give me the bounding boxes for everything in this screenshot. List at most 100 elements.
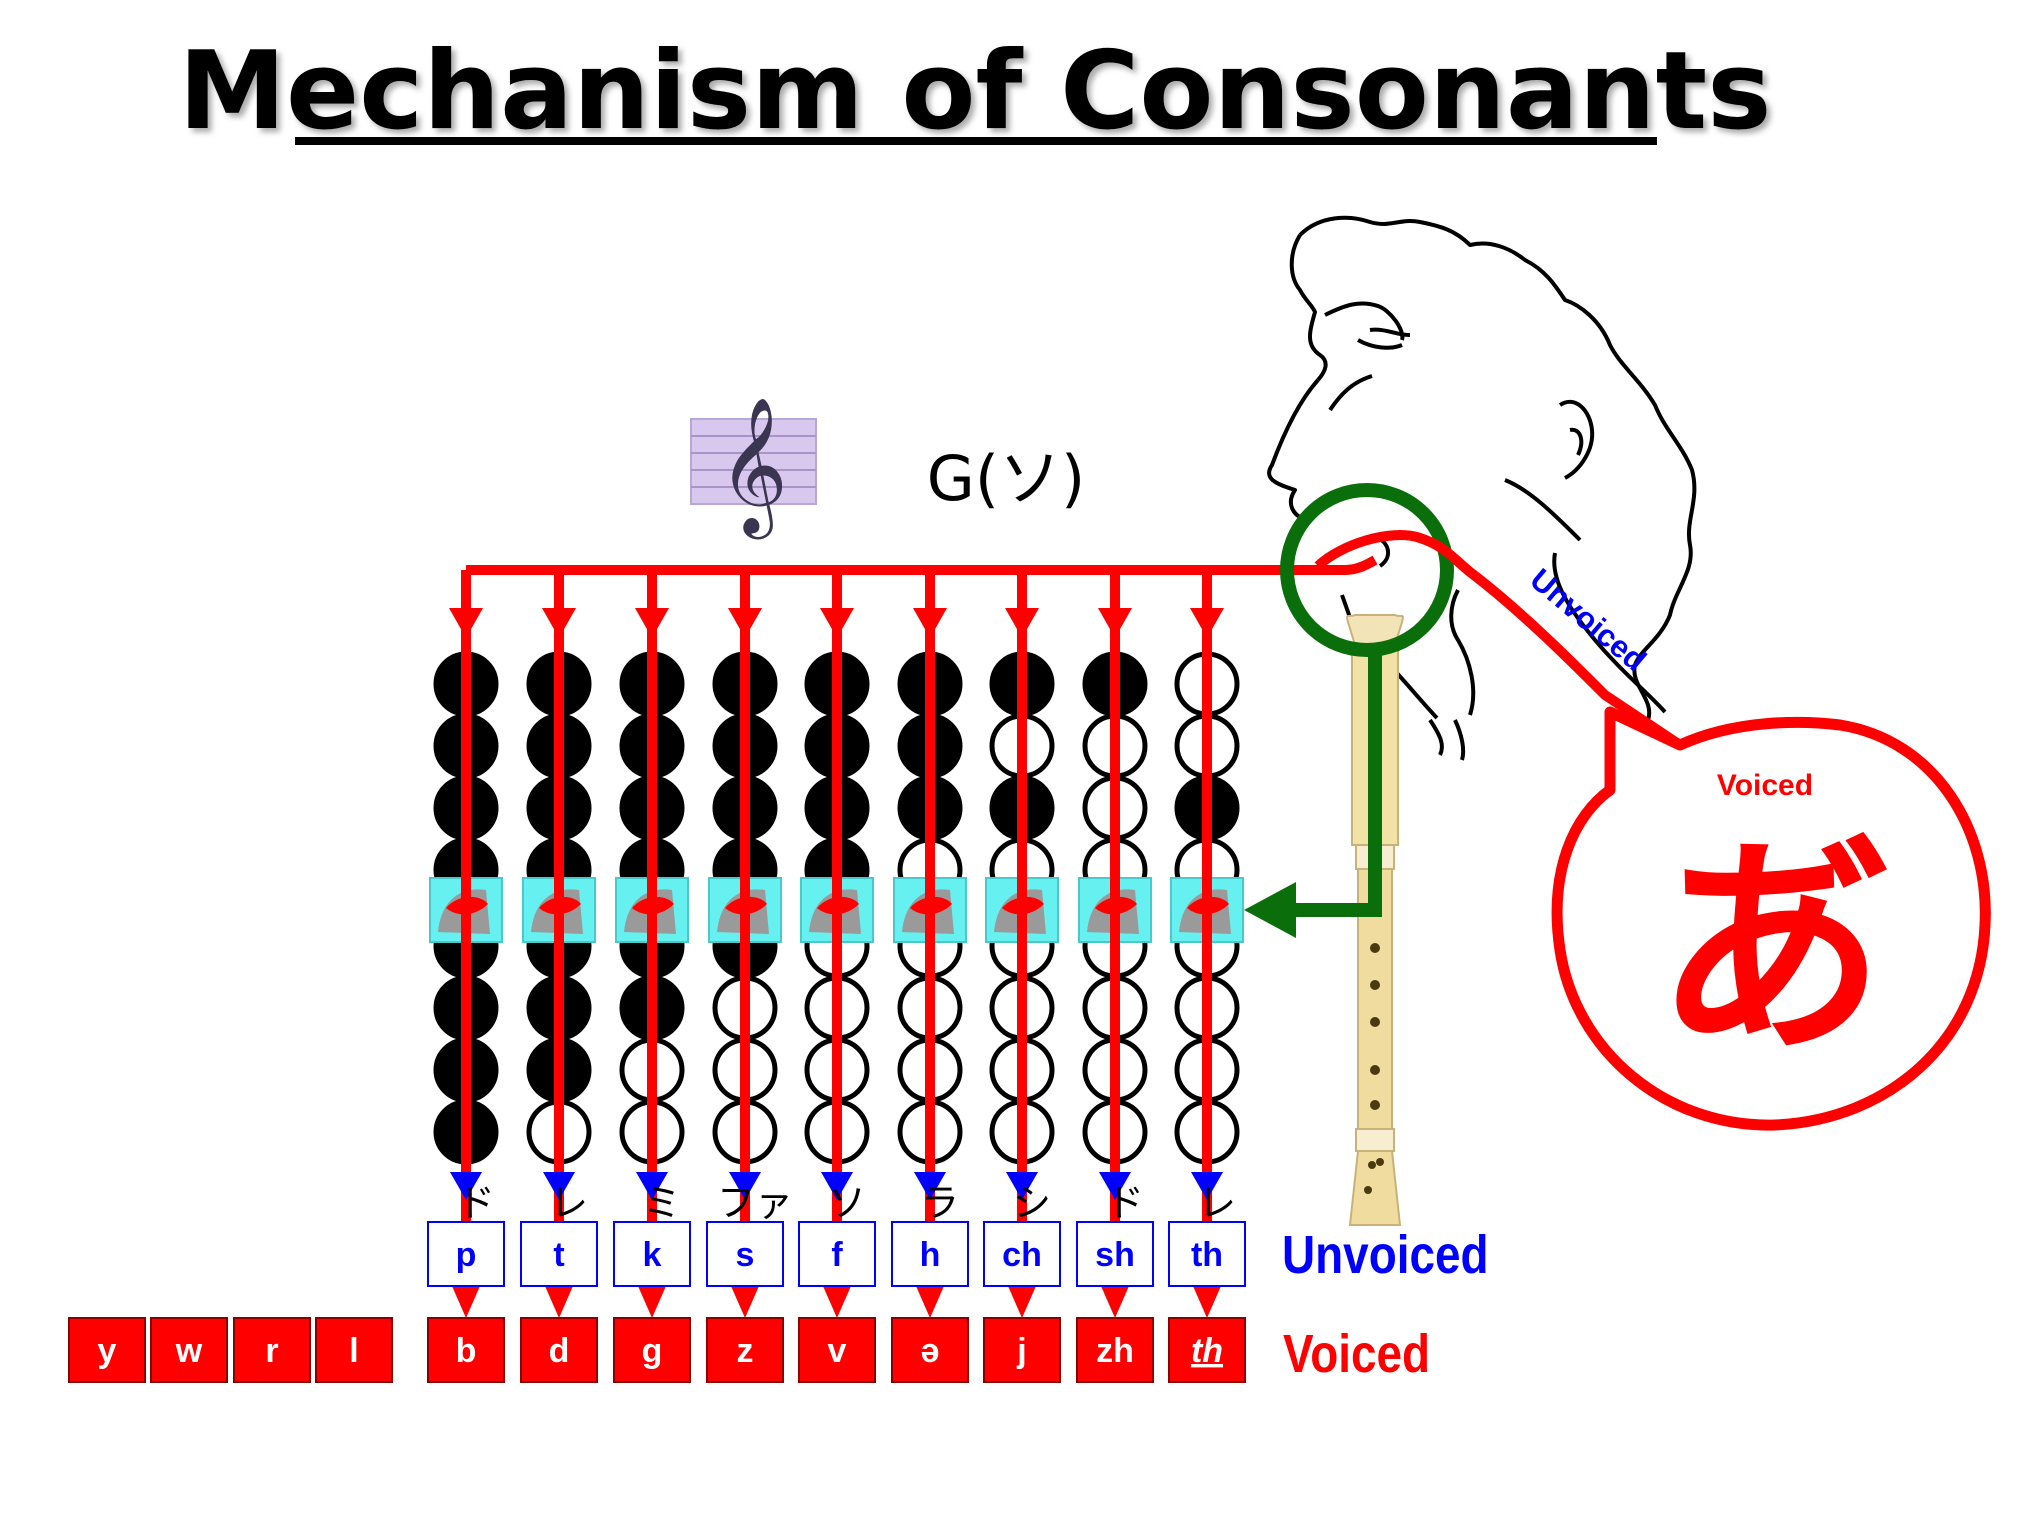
head-drawing	[1267, 215, 1697, 761]
note-kana-label: ファ	[717, 1181, 793, 1225]
page-title: Mechanism of Consonants	[179, 29, 1772, 154]
voicing-arrowhead	[1193, 1286, 1221, 1318]
unvoiced-consonant-label: h	[920, 1236, 941, 1274]
green-arrow	[1292, 650, 1382, 917]
note-kana-label: レ	[550, 1181, 588, 1225]
title-underline	[295, 137, 1657, 145]
voiced-consonant-label: th	[1191, 1332, 1223, 1370]
green-arrowhead	[1244, 882, 1296, 938]
consonant-boxes: p b t d k g s z f v h ə ch j sh zh th th y w r l	[68, 1221, 1246, 1383]
voiced-bubble-label: Voiced	[1717, 769, 1813, 802]
unvoiced-arrowhead	[636, 1172, 668, 1200]
approximant-consonant-label: l	[349, 1332, 358, 1370]
unvoiced-arrowhead	[450, 1172, 482, 1200]
svg-text:𝄞: 𝄞	[718, 395, 788, 539]
unvoiced-arrowhead	[1006, 1172, 1038, 1200]
note-kana-label: レ	[1198, 1181, 1236, 1225]
airflow-arrowhead	[1005, 608, 1039, 638]
unvoiced-arrowhead	[543, 1172, 575, 1200]
voiced-consonant-box: th	[1168, 1317, 1246, 1383]
voicing-arrowhead	[823, 1286, 851, 1318]
unvoiced-consonant-label: f	[831, 1236, 843, 1274]
approximant-consonant-box: l	[315, 1317, 393, 1383]
note-kana-label: ソ	[828, 1181, 866, 1225]
unvoiced-consonant-box: s	[706, 1221, 784, 1287]
airflow-arrowhead	[913, 608, 947, 638]
voiced-consonant-label: z	[737, 1332, 754, 1370]
voicing-arrowhead	[452, 1286, 480, 1318]
unvoiced-consonant-label: sh	[1095, 1236, 1135, 1274]
voicing-arrowhead	[916, 1286, 944, 1318]
voiced-consonant-box: d	[520, 1317, 598, 1383]
unvoiced-consonant-box: k	[613, 1221, 691, 1287]
note-kana-label: ラ	[921, 1181, 959, 1225]
mouth-highlight-circle	[1280, 483, 1454, 657]
airflow-arrowhead	[1190, 608, 1224, 638]
voiced-consonant-box: g	[613, 1317, 691, 1383]
unvoiced-consonant-label: p	[456, 1236, 477, 1274]
airflow-arrowhead	[542, 608, 576, 638]
voicing-arrowhead	[545, 1286, 573, 1318]
voiced-consonant-label: g	[642, 1332, 663, 1370]
unvoiced-consonant-box: ch	[983, 1221, 1061, 1287]
approximant-consonant-box: r	[233, 1317, 311, 1383]
voiced-consonant-box: ə	[891, 1317, 969, 1383]
kana-labels: ド レ ミファソ ラ シ ド レ	[457, 1181, 1236, 1225]
unvoiced-consonant-box: p	[427, 1221, 505, 1287]
airflow-lines	[449, 555, 1378, 1318]
voiced-consonant-box: zh	[1076, 1317, 1154, 1383]
airflow-arrowhead	[728, 608, 762, 638]
voiced-consonant-label: v	[828, 1332, 847, 1370]
treble-clef-icon: 𝄞	[690, 395, 817, 539]
unvoiced-arrowhead	[914, 1172, 946, 1200]
unvoiced-diagonal-label: Unvoiced	[1524, 562, 1653, 679]
voicing-arrowhead	[638, 1286, 666, 1318]
unvoiced-arrowhead	[821, 1172, 853, 1200]
airflow-arrowhead	[1098, 608, 1132, 638]
unvoiced-consonant-label: k	[643, 1236, 662, 1274]
unvoiced-arrowhead	[1099, 1172, 1131, 1200]
unvoiced-arrowhead	[1191, 1172, 1223, 1200]
unvoiced-arrowhead	[729, 1172, 761, 1200]
unvoiced-consonant-label: t	[553, 1236, 564, 1274]
unvoiced-consonant-label: ch	[1002, 1236, 1042, 1274]
note-label: G(ソ)	[927, 442, 1085, 515]
unvoiced-consonant-box: th	[1168, 1221, 1246, 1287]
note-kana-label: ド	[1106, 1181, 1144, 1225]
unvoiced-consonant-box: t	[520, 1221, 598, 1287]
voiced-consonant-box: v	[798, 1317, 876, 1383]
airflow-arrowhead	[820, 608, 854, 638]
voiced-consonant-label: d	[549, 1332, 570, 1370]
unvoiced-consonant-box: sh	[1076, 1221, 1154, 1287]
note-kana-label: シ	[1013, 1181, 1051, 1225]
note-kana-label: ド	[457, 1181, 495, 1225]
voiced-consonant-label: ə	[921, 1332, 940, 1370]
unvoiced-row-label: Unvoiced	[1282, 1225, 1489, 1285]
voicing-arrowhead	[1101, 1286, 1129, 1318]
voiced-consonant-box: b	[427, 1317, 505, 1383]
voiced-row-label: Voiced	[1283, 1324, 1430, 1384]
voiced-consonant-label: b	[456, 1332, 477, 1370]
unvoiced-consonant-label: th	[1191, 1236, 1223, 1274]
unvoiced-consonant-box: f	[798, 1221, 876, 1287]
unvoiced-consonant-box: h	[891, 1221, 969, 1287]
voiced-bubble	[1551, 706, 1991, 1131]
unvoiced-consonant-label: s	[736, 1236, 755, 1274]
voiced-consonant-label: j	[1016, 1332, 1026, 1370]
voiced-consonant-label: zh	[1096, 1332, 1134, 1370]
approximant-consonant-box: y	[68, 1317, 146, 1383]
voiced-consonant-box: z	[706, 1317, 784, 1383]
voicing-arrowhead	[731, 1286, 759, 1318]
airflow-header-line	[466, 555, 1378, 575]
voicing-arrowhead	[1008, 1286, 1036, 1318]
airflow-arrowhead	[635, 608, 669, 638]
voiced-consonant-box: j	[983, 1317, 1061, 1383]
voiced-kana-glyph: あ゙	[1655, 818, 1887, 1085]
approximant-consonant-box: w	[150, 1317, 228, 1383]
approximant-consonant-label: y	[98, 1332, 117, 1370]
note-kana-label: ミ	[643, 1181, 681, 1225]
approximant-consonant-label: w	[175, 1332, 203, 1370]
throat-airflow-line	[1314, 530, 1683, 750]
approximant-consonant-label: r	[265, 1332, 278, 1370]
